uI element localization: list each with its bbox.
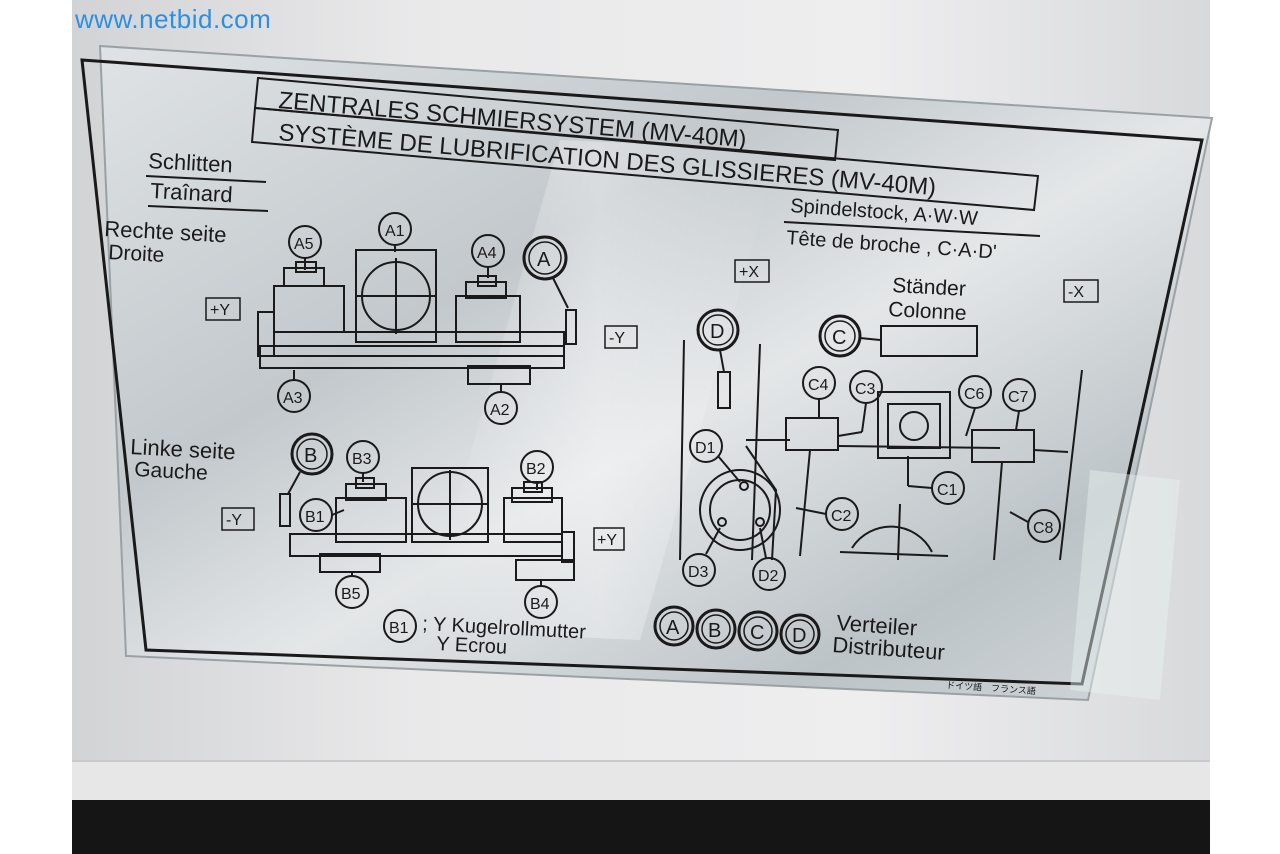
label-staender: Ständer [892,274,967,301]
axis-plus-y-upper: +Y [205,297,241,321]
axis-plus-y-lower: +Y [593,527,625,551]
floor-shadow [72,800,1210,854]
svg-text:A2: A2 [490,402,510,419]
note-b1: B1 [383,609,417,643]
axis-minus-x: -X [1063,279,1099,303]
svg-text:B: B [304,445,317,467]
plate-glare [420,140,780,640]
svg-text:+X: +X [739,264,759,281]
axis-minus-y-upper: -Y [604,325,638,349]
distributor-B-callout: B [290,432,334,476]
svg-text:C6: C6 [964,386,985,403]
distributor-D-block [717,371,731,409]
plate-border [80,58,1204,686]
axis-minus-y-lower: -Y [221,507,255,531]
legend-distributor-B: B [695,608,737,650]
label-colonne: Colonne [888,298,967,325]
column-diagram [679,339,1083,561]
svg-text:B: B [708,620,721,642]
svg-text:A1: A1 [385,223,405,240]
svg-text:C3: C3 [855,381,876,398]
svg-text:C8: C8 [1033,520,1054,537]
svg-text:B3: B3 [352,451,372,468]
svg-text:B5: B5 [341,586,361,603]
svg-text:D: D [792,625,806,647]
svg-text:D1: D1 [695,440,716,457]
svg-text:D: D [710,321,724,343]
svg-text:A5: A5 [294,236,314,253]
distributor-A-callout: A [522,235,568,281]
legend-distributor-A: A [653,605,695,647]
svg-text:-Y: -Y [609,330,625,347]
svg-text:A4: A4 [477,245,497,262]
svg-text:C7: C7 [1008,389,1029,406]
distributor-ring [699,445,781,561]
svg-text:C1: C1 [937,482,958,499]
distributor-D-callout: D [696,308,740,352]
slide-left-diagram [279,467,575,581]
label-droite: Droite [108,241,165,267]
svg-text:C: C [832,327,846,349]
machine-base-strip [72,760,1210,802]
distributor-C-callout: C [818,314,862,358]
distributor-C-block [880,325,978,357]
svg-text:D3: D3 [688,564,709,581]
label-linke-seite: Linke seite [130,434,236,464]
callout-D3: D3 [682,553,716,587]
svg-text:A: A [537,249,551,271]
axis-plus-x: +X [734,259,770,283]
svg-text:B4: B4 [530,596,550,613]
svg-text:B2: B2 [526,461,546,478]
note-ecrou: Y Ecrou [436,633,508,659]
svg-text:A3: A3 [283,390,303,407]
svg-text:A: A [666,617,680,639]
legend-distributor-C: C [737,610,779,652]
watermark: www.netbid.com [75,4,272,34]
callout-D1: D1 [689,429,723,463]
svg-text:C: C [750,622,764,644]
svg-text:+Y: +Y [597,532,617,549]
svg-text:B1: B1 [389,620,409,637]
svg-text:B1: B1 [305,509,325,526]
svg-text:D2: D2 [758,568,779,585]
svg-text:-X: -X [1068,284,1084,301]
legend-verteiler: Verteiler [836,610,918,641]
svg-text:-Y: -Y [226,512,242,529]
callout-C8: C8 [1027,509,1061,543]
label-trainard: Traînard [150,178,234,207]
label-gauche: Gauche [134,458,209,485]
label-schlitten: Schlitten [148,148,234,177]
callout-D2: D2 [752,557,786,591]
legend-distributor-D: D [779,613,821,655]
svg-text:C2: C2 [831,508,852,525]
svg-text:+Y: +Y [210,302,230,319]
tape-reflection [1070,470,1180,700]
svg-text:C4: C4 [808,377,829,394]
